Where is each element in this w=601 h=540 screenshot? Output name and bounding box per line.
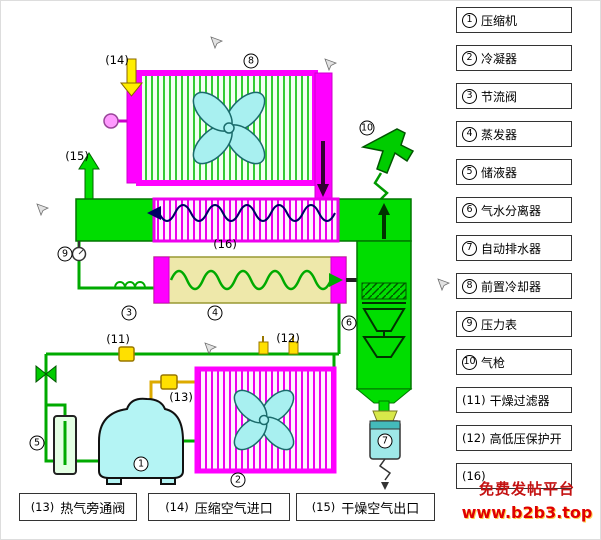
legend-item-pre-cooler: 8 前置冷却器 xyxy=(456,273,572,299)
legend-label: 气枪 xyxy=(481,355,506,370)
bottom-box-label: 干燥空气出口 xyxy=(341,501,420,517)
bottom-box-hot-gas-bypass: (13) 热气旁通阀 xyxy=(19,493,137,521)
pressure-gauge xyxy=(71,241,87,262)
legend-num: 1 xyxy=(462,12,477,28)
legend-num: 10 xyxy=(462,354,477,370)
evaporator-exchanger xyxy=(153,256,359,304)
main-vessel xyxy=(75,197,412,243)
compressor xyxy=(98,397,184,485)
callout-condenser: 2 xyxy=(230,472,246,488)
legend-item-separator: 6 气水分离器 xyxy=(456,197,572,223)
legend-num: 6 xyxy=(462,202,477,218)
callout-heat-exchanger: (16) xyxy=(213,237,237,251)
legend-num: 3 xyxy=(462,88,477,104)
legend-item-throttle-valve: 3 节流阀 xyxy=(456,83,572,109)
legend: 1 压缩机 2 冷凝器 3 节流阀 4 蒸发器 5 储液器 6 气水分离器 7 … xyxy=(456,7,572,501)
condenser-fan xyxy=(233,389,295,451)
liquid-receiver xyxy=(53,415,77,475)
hot-gas-bypass-valve xyxy=(160,374,178,390)
watermark: 免费发帖平台 www.b2b3.top xyxy=(452,479,600,524)
refrigerated-air-dryer-schematic xyxy=(35,36,451,490)
watermark-url: www.b2b3.top xyxy=(461,502,593,522)
callout-pre-cooler: 8 xyxy=(243,53,259,69)
legend-label: 高低压保护开 xyxy=(489,431,562,446)
throttle-valve-coil xyxy=(114,281,146,289)
legend-num: 7 xyxy=(462,240,477,256)
air-water-separator xyxy=(355,240,413,412)
air-outlet-arrow xyxy=(78,152,100,200)
legend-num: (11) xyxy=(462,393,486,407)
legend-num: 2 xyxy=(462,50,477,66)
bottom-box-label: 压缩空气进口 xyxy=(194,501,273,517)
condenser xyxy=(194,366,337,474)
pressure-switches xyxy=(258,336,299,355)
legend-label: 干燥过滤器 xyxy=(489,393,550,408)
legend-item-16: (16) xyxy=(456,463,572,489)
down-flow-arrow xyxy=(317,184,329,197)
air-inlet-arrow xyxy=(119,58,144,97)
callout-pressure-switch: (12) xyxy=(276,331,300,345)
left-flow-arrow xyxy=(147,206,161,220)
legend-label: 压缩机 xyxy=(481,13,518,28)
callout-bypass-valve: (13) xyxy=(169,390,193,404)
legend-label: 压力表 xyxy=(481,317,518,332)
pre-cooler-fan xyxy=(192,91,266,165)
legend-num: (12) xyxy=(462,431,486,445)
callout-auto-drain: 7 xyxy=(377,433,393,449)
cursor-artifact xyxy=(36,36,451,356)
legend-label: 蒸发器 xyxy=(481,127,518,142)
legend-label: 储液器 xyxy=(481,165,518,180)
callout-pressure-gauge: 9 xyxy=(57,246,73,262)
legend-item-receiver: 5 储液器 xyxy=(456,159,572,185)
legend-item-condenser: 2 冷凝器 xyxy=(456,45,572,71)
bottom-box-num: (14) xyxy=(165,500,189,514)
bottom-box-label: 热气旁通阀 xyxy=(60,501,126,517)
legend-num: 4 xyxy=(462,126,477,142)
callout-air-gun: 10 xyxy=(359,120,375,136)
legend-item-auto-drain: 7 自动排水器 xyxy=(456,235,572,261)
service-valve xyxy=(35,364,57,384)
bottom-box-num: (15) xyxy=(311,500,336,514)
callout-evaporator: 4 xyxy=(207,305,223,321)
callout-air-outlet: (15) xyxy=(65,149,89,163)
legend-label: 自动排水器 xyxy=(481,241,542,256)
legend-item-compressor: 1 压缩机 xyxy=(456,7,572,33)
legend-item-air-gun: 10 气枪 xyxy=(456,349,572,375)
legend-num: 5 xyxy=(462,164,477,180)
legend-num: 8 xyxy=(462,278,477,294)
callout-drying-filter: (11) xyxy=(106,332,130,346)
legend-item-evaporator: 4 蒸发器 xyxy=(456,121,572,147)
legend-item-pressure-switch: (12) 高低压保护开 xyxy=(456,425,572,451)
legend-label: 气水分离器 xyxy=(481,203,542,218)
right-flow-arrow xyxy=(329,273,343,287)
legend-num: (16) xyxy=(462,469,486,483)
callout-air-inlet: (14) xyxy=(105,53,129,67)
drying-filter xyxy=(118,346,135,362)
legend-item-drying-filter: (11) 干燥过滤器 xyxy=(456,387,572,413)
up-flow-arrow xyxy=(378,203,390,215)
pre-cooler xyxy=(103,70,333,200)
legend-label: 节流阀 xyxy=(481,89,518,104)
bottom-box-air-outlet: (15) 干燥空气出口 xyxy=(296,493,435,521)
air-gun xyxy=(360,128,415,174)
legend-label: 冷凝器 xyxy=(481,51,518,66)
bottom-box-num: (13) xyxy=(30,500,55,514)
callout-separator: 6 xyxy=(341,315,357,331)
legend-num: 9 xyxy=(462,316,477,332)
bottom-box-air-inlet: (14) 压缩空气进口 xyxy=(148,493,290,521)
legend-label: 前置冷却器 xyxy=(481,279,542,294)
callout-compressor: 1 xyxy=(133,456,149,472)
auto-drain xyxy=(369,410,401,490)
legend-item-pressure-gauge: 9 压力表 xyxy=(456,311,572,337)
pre-cooler-knob xyxy=(103,113,119,129)
watermark-text: 免费发帖平台 xyxy=(478,480,575,498)
callout-throttle-valve: 3 xyxy=(121,305,137,321)
callout-receiver: 5 xyxy=(29,435,45,451)
